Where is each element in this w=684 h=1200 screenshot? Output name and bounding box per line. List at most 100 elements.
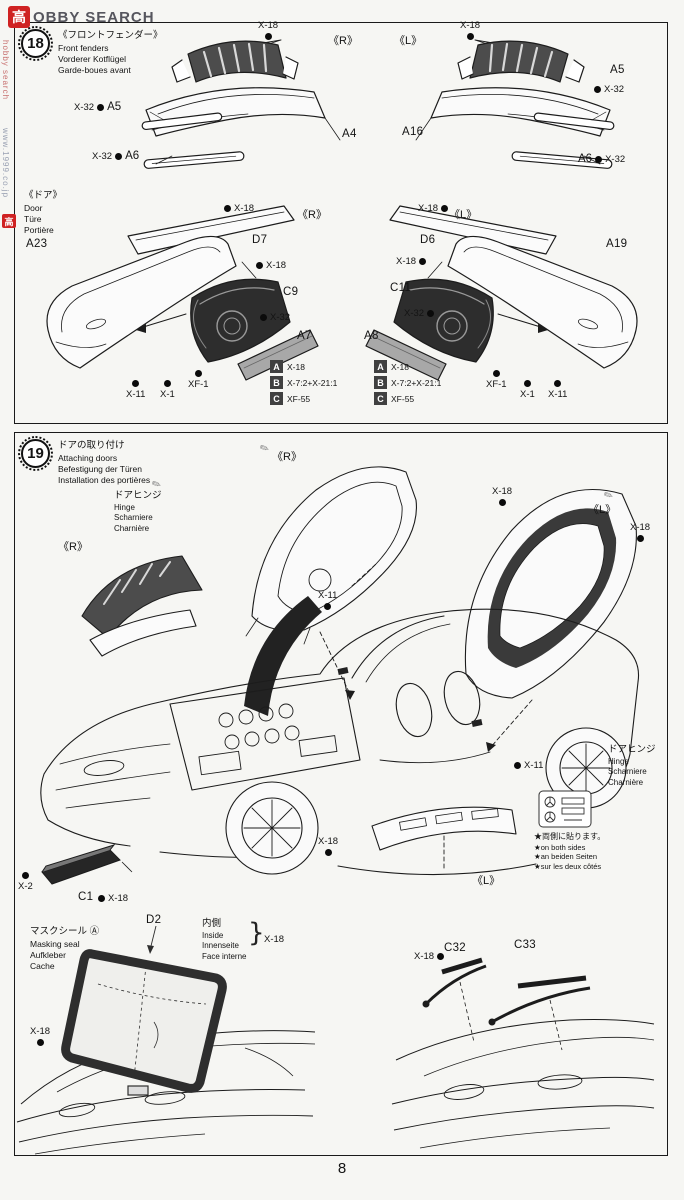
part-label-a8: A8 [364, 330, 379, 342]
legend-key: C [374, 392, 387, 405]
sticker-note-ja: ★両側に貼ります。 [534, 832, 606, 841]
door-illustration-right [46, 205, 319, 381]
paint-dot [224, 205, 231, 212]
side-label-l: 《L》 [394, 35, 423, 47]
paint-dot [256, 262, 263, 269]
paint-callout-x32: X-32 [594, 84, 624, 95]
paint-legend: A X-18 B X-7:2+X-21:1 C XF-55 [374, 360, 441, 405]
part-a23-shape [46, 235, 237, 369]
step-19-number: 19 [27, 445, 44, 462]
hinge-fr: Charnière [114, 523, 150, 533]
paint-dot [427, 310, 435, 317]
step-19-title-en: Attaching doors [58, 452, 118, 463]
step-19-box [14, 432, 668, 1156]
paint-callout-x18: X-18 [318, 836, 338, 856]
door-title: 《ドア》 Door Türe Portière [24, 190, 62, 236]
paint-callout-x11: X-11 [126, 380, 145, 400]
paint-dot [554, 380, 562, 387]
paint-dot [498, 499, 506, 506]
paint-dot [437, 953, 445, 960]
paint-callout-x18: X-18 [98, 893, 128, 904]
paint-callout-x32: X-32 [404, 308, 435, 319]
paint-callout-x18: X-18 [256, 260, 286, 271]
paint-dot [324, 849, 332, 856]
engine-shape [198, 703, 338, 776]
part-label-d6: D6 [420, 234, 436, 246]
step-18-title-ja: 《フロントフェンダー》 [58, 30, 163, 41]
part-label-a19: A19 [606, 238, 628, 250]
hinge-fr: Charnière [608, 777, 644, 787]
assembly-guide-lines [319, 563, 533, 869]
paint-callout-x11: X-11 [548, 380, 567, 400]
sticker-note-en: ★on both sides [534, 842, 586, 852]
paint-callout-x1: X-1 [520, 380, 535, 400]
step-18-title: 《フロントフェンダー》 Front fenders Vorderer Kotfl… [58, 30, 163, 76]
legend-key: A [374, 360, 387, 373]
paint-callout-x11: X-11 [514, 760, 543, 771]
star-sticker-illustration [538, 790, 592, 828]
legend-value: X-7:2+X-21:1 [391, 377, 442, 388]
hinge-en: Hinge [608, 756, 629, 766]
door-title-fr: Portière [24, 224, 54, 235]
legend-row: C XF-55 [374, 392, 441, 405]
side-label-r: 《R》 [58, 541, 88, 553]
paint-callout-x2: X-2 [18, 872, 33, 892]
legend-value: X-18 [287, 361, 305, 372]
paint-callout-x18: X-18 [460, 20, 480, 40]
paint-callout-x18: X-18 [630, 522, 650, 542]
step-19-title-fr: Installation des portières [58, 474, 151, 485]
paint-dot [36, 1039, 44, 1046]
paint-callout-x1: X-1 [160, 380, 175, 400]
side-label-l: 《L》 [588, 504, 617, 516]
part-label-a4: A4 [342, 128, 357, 140]
paint-callout-x18: X-18 [492, 486, 512, 506]
watermark-side-url: www.1999.co.jp [1, 128, 10, 199]
paint-dot [595, 155, 603, 163]
paint-callout-x18: X-18 [224, 203, 254, 214]
part-a5-shape [141, 112, 223, 131]
paint-callout-x18: X-18 [30, 1026, 50, 1046]
car-body-shape [40, 608, 640, 876]
legend-value: XF-55 [391, 393, 415, 404]
paint-dot [21, 872, 29, 879]
watermark-brand: OBBY SEARCH [33, 9, 155, 26]
paint-dot [594, 86, 601, 93]
fender-illustration-right [141, 39, 341, 169]
part-label-a5: A5 [610, 64, 625, 76]
legend-key: C [270, 392, 283, 405]
legend-row: A X-18 [374, 360, 441, 373]
paint-callout-x18: X-18 [264, 934, 285, 945]
masking-label: マスクシール Ⓐ Masking seal Aufkleber Cache [30, 926, 99, 972]
inside-ja: 内側 [202, 918, 222, 929]
paint-dot [492, 370, 500, 377]
inside-fr: Face interne [202, 951, 247, 961]
part-label-a7: A7 [297, 330, 312, 342]
legend-value: X-18 [391, 361, 409, 372]
paint-dot [98, 895, 105, 902]
legend-row: A X-18 [270, 360, 337, 373]
inside-de: Innenseite [202, 941, 239, 951]
door-title-ja: 《ドア》 [24, 190, 63, 201]
masking-en: Masking seal [30, 938, 80, 949]
step-18-number: 18 [27, 35, 44, 52]
hinge-ja: ドアヒンジ [608, 744, 656, 755]
legend-key: B [374, 376, 387, 389]
side-sill-shape [371, 806, 517, 851]
masking-de: Aufkleber [30, 949, 66, 960]
paint-dot [97, 103, 105, 111]
paint-dot [260, 314, 267, 321]
paint-dot [466, 33, 474, 40]
paint-callout-x32: X-32 [260, 312, 290, 323]
paint-dot [163, 380, 171, 387]
paint-dot [636, 535, 644, 542]
legend-key: B [270, 376, 283, 389]
paint-dot [194, 370, 202, 377]
paint-dot [514, 762, 521, 769]
legend-key: A [270, 360, 283, 373]
part-label-d2: D2 [146, 914, 162, 926]
sticker-note-de: ★an beiden Seiten [534, 852, 598, 862]
part-label-a16: A16 [402, 126, 424, 138]
c1-strip-illustration [41, 844, 133, 885]
side-label-r: 《R》 [272, 451, 302, 463]
